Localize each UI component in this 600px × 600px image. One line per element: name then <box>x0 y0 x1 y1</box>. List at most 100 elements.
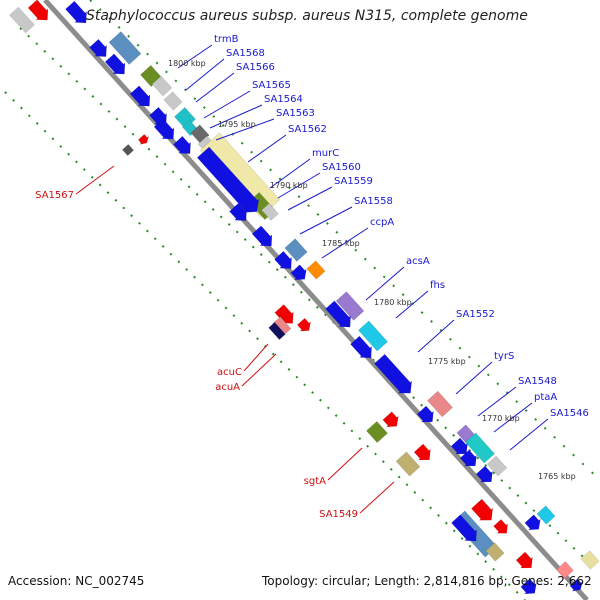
gene-feature <box>366 421 388 443</box>
gene-feature <box>121 143 135 157</box>
forward-label-leader <box>299 206 353 235</box>
gene-feature <box>229 202 247 221</box>
gene-feature <box>580 550 600 570</box>
gene-feature <box>296 317 311 332</box>
forward-label-leader <box>477 386 517 417</box>
gene-feature <box>475 465 493 483</box>
gene-feature <box>251 225 273 247</box>
forward-gene-label: SA1560 <box>322 162 361 173</box>
forward-gene-label: SA1568 <box>226 48 265 59</box>
gene-feature <box>374 353 413 394</box>
forward-gene-label: ptaA <box>534 392 557 403</box>
forward-label-leader <box>277 172 321 199</box>
gene-feature <box>268 322 286 340</box>
forward-gene-label: SA1559 <box>334 176 373 187</box>
gene-feature <box>284 238 308 262</box>
gene-feature <box>413 443 431 461</box>
forward-label-leader <box>321 227 369 259</box>
gene-feature <box>395 451 421 477</box>
gene-feature <box>471 498 494 521</box>
gene-feature <box>274 304 294 324</box>
gene-feature <box>27 0 49 21</box>
gene-feature <box>358 320 388 352</box>
gene-feature <box>536 505 556 525</box>
scale-label: 1785 kbp <box>322 239 360 248</box>
forward-label-leader <box>195 72 235 103</box>
gene-feature <box>274 250 292 269</box>
forward-label-leader <box>215 118 275 141</box>
forward-gene-label: SA1565 <box>252 80 291 91</box>
forward-gene-label: SA1558 <box>354 196 393 207</box>
reverse-label-leader <box>75 165 115 195</box>
reverse-gene-label: SA1567 <box>35 190 74 201</box>
forward-gene-label: murC <box>312 148 339 159</box>
forward-gene-label: SA1548 <box>518 376 557 387</box>
scale-label: 1770 kbp <box>482 414 520 423</box>
tick-ring-inner-reverse <box>4 91 526 600</box>
gene-feature <box>89 38 107 57</box>
scale-label: 1780 kbp <box>374 298 412 307</box>
gene-feature <box>151 75 173 97</box>
forward-gene-label: SA1552 <box>456 309 495 320</box>
gene-feature <box>129 85 151 107</box>
gene-feature <box>451 514 477 542</box>
gene-feature <box>163 91 183 111</box>
reverse-gene-label: sgtA <box>304 476 326 487</box>
reverse-gene-label: SA1549 <box>319 509 358 520</box>
gene-feature <box>104 53 126 75</box>
gene-feature <box>520 578 537 595</box>
forward-label-leader <box>177 44 213 69</box>
forward-gene-label: tyrS <box>494 351 514 362</box>
genome-backbone <box>43 0 589 600</box>
forward-label-leader <box>493 402 533 433</box>
forward-gene-label: ccpA <box>370 217 394 228</box>
gene-feature <box>459 449 477 467</box>
gene-feature <box>325 300 351 328</box>
forward-gene-label: trmB <box>214 34 239 45</box>
reverse-label-leader <box>241 353 277 387</box>
gene-feature <box>450 437 468 455</box>
forward-label-leader <box>509 418 549 451</box>
gene-feature <box>515 551 533 569</box>
forward-label-leader <box>269 158 311 189</box>
forward-gene-label: SA1566 <box>236 62 275 73</box>
forward-gene-label: SA1564 <box>264 94 303 105</box>
gene-feature <box>493 519 508 534</box>
gene-feature <box>524 514 541 531</box>
scale-label: 1765 kbp <box>538 472 576 481</box>
scale-label: 1775 kbp <box>428 357 466 366</box>
gene-feature <box>290 264 307 281</box>
gene-feature <box>306 260 326 280</box>
scale-label: 1795 kbp <box>218 120 256 129</box>
forward-label-leader <box>287 186 333 211</box>
gene-feature <box>382 411 399 428</box>
reverse-gene-label: acuC <box>217 367 242 378</box>
gene-feature <box>556 561 574 579</box>
gene-feature <box>335 291 365 321</box>
gene-feature <box>416 405 434 423</box>
label-leaders <box>75 44 549 514</box>
gene-feature <box>153 118 175 140</box>
reverse-gene-label: acuA <box>215 382 240 393</box>
forward-label-leader <box>185 58 225 91</box>
gene-feature <box>485 542 505 562</box>
accession-text: Accession: NC_002745 <box>8 574 145 588</box>
forward-label-leader <box>209 104 263 129</box>
gene-feature <box>196 146 260 213</box>
gene-feature <box>350 335 372 359</box>
gene-feature <box>261 203 279 221</box>
forward-gene-label: SA1546 <box>550 408 589 419</box>
forward-gene-label: fhs <box>430 280 445 291</box>
gene-feature <box>465 432 495 464</box>
gene-features <box>9 0 600 595</box>
gene-feature <box>427 390 453 418</box>
gene-feature <box>9 6 35 34</box>
gene-feature <box>65 0 87 24</box>
forward-gene-label: SA1562 <box>288 124 327 135</box>
genome-summary-text: Topology: circular; Length: 2,814,816 bp… <box>262 574 592 588</box>
gene-feature <box>569 578 583 592</box>
gene-feature <box>108 31 142 65</box>
reverse-label-leader <box>243 343 269 372</box>
